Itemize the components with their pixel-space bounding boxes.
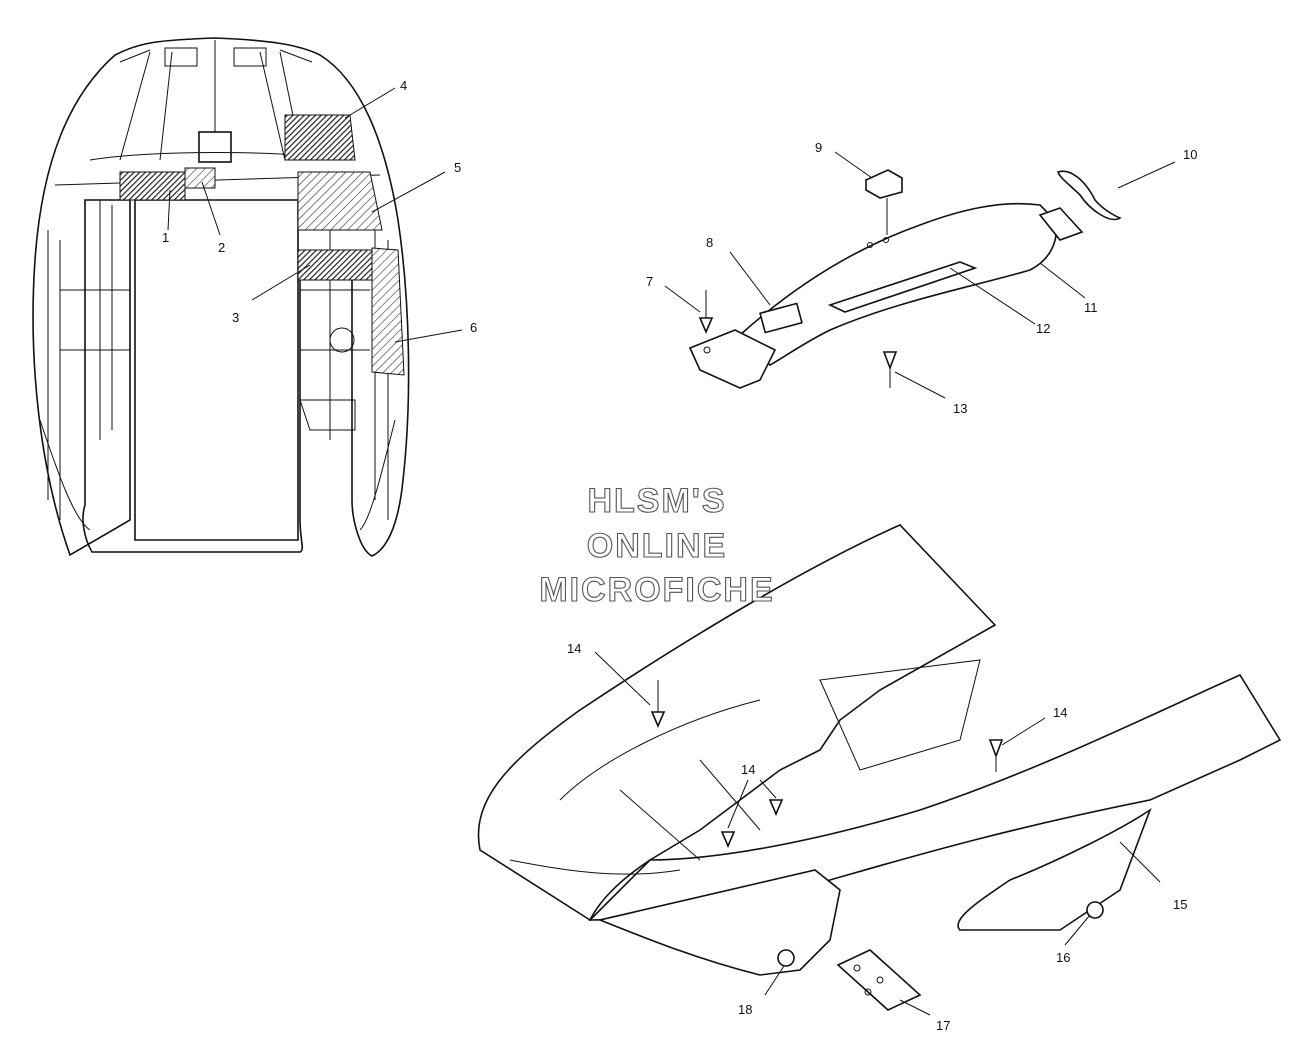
callout-17: 17 <box>936 1018 950 1033</box>
callout-1: 1 <box>162 230 169 245</box>
callout-9: 9 <box>815 140 822 155</box>
callout-14-top: 14 <box>567 641 581 656</box>
vent-left <box>164 47 198 67</box>
callout-3: 3 <box>232 310 239 325</box>
callout-10: 10 <box>1183 147 1197 162</box>
callout-18: 18 <box>738 1002 752 1017</box>
callout-numbers: 1 2 3 4 5 6 7 8 9 10 11 12 13 14 14 14 1… <box>162 78 1197 1033</box>
callout-7: 7 <box>646 274 653 289</box>
watermark-line-2: ONLINE <box>587 527 727 565</box>
hood-inner-opening <box>134 199 299 541</box>
decal-6 <box>371 247 405 376</box>
belly-pan-wing <box>957 807 1152 931</box>
watermark: HLSM'S ONLINE MICROFICHE <box>539 481 774 609</box>
callout-15: 15 <box>1173 897 1187 912</box>
console-mount-plate <box>688 329 777 389</box>
leader-lines <box>167 87 1176 1016</box>
callout-2: 2 <box>218 240 225 255</box>
clip-9 <box>865 169 903 199</box>
callout-5: 5 <box>454 160 461 175</box>
console-tab <box>1038 207 1084 241</box>
rivet-14c <box>720 831 736 849</box>
hood-interior-view <box>32 37 410 557</box>
plug-18 <box>777 949 795 967</box>
plug-16 <box>1086 901 1104 919</box>
decal-4 <box>284 114 356 161</box>
callout-14-center: 14 <box>741 762 755 777</box>
center-bracket <box>198 131 232 163</box>
callout-14-right: 14 <box>1053 705 1067 720</box>
decal-2 <box>184 167 216 189</box>
callout-6: 6 <box>470 320 477 335</box>
rivet-14b <box>988 739 1004 759</box>
watermark-line-3: MICROFICHE <box>539 571 774 609</box>
callout-12: 12 <box>1036 321 1050 336</box>
rivet-14d <box>768 799 784 817</box>
callout-8: 8 <box>706 235 713 250</box>
callout-13: 13 <box>953 401 967 416</box>
decal-5 <box>297 171 383 231</box>
rivet-13 <box>882 351 898 371</box>
vent-right <box>233 47 267 67</box>
decal-12 <box>827 261 978 313</box>
wire-retainer-10 <box>1056 170 1122 221</box>
decal-3 <box>297 249 383 281</box>
belly-pan-assembly <box>477 524 1282 1011</box>
belly-pan-lower <box>597 869 841 976</box>
decal-1 <box>119 171 186 201</box>
callout-16: 16 <box>1056 950 1070 965</box>
console-assembly <box>688 169 1122 389</box>
decal-8 <box>759 302 803 334</box>
rivet-7 <box>698 317 714 335</box>
callout-11: 11 <box>1084 300 1098 315</box>
heat-shield-17 <box>836 949 922 1011</box>
callout-4: 4 <box>400 78 407 93</box>
watermark-line-1: HLSM'S <box>587 482 726 520</box>
